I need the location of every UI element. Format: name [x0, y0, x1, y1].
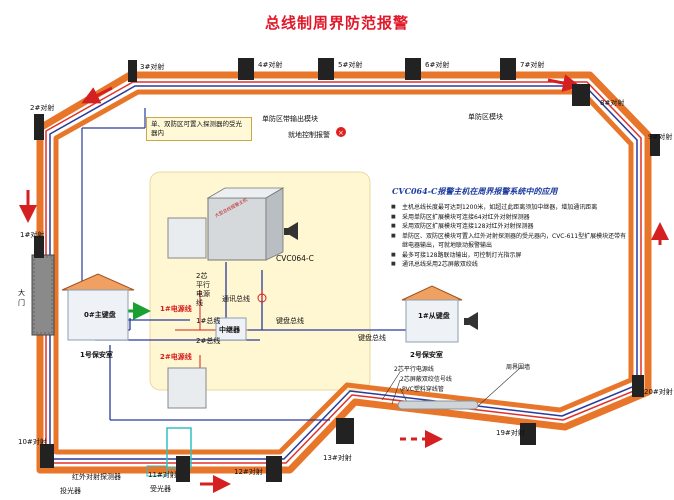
detector-label-8: 8#对射: [600, 99, 625, 107]
fence-label: 周界围墙: [506, 364, 531, 371]
power-line-2-label: 2#电源线: [160, 353, 192, 361]
page-title: 总线制周界防范报警: [264, 14, 409, 32]
siren-icon: [288, 222, 298, 240]
keypad-bus-label: 键盘总线: [276, 317, 304, 325]
flow-arrow-top-left: [81, 86, 113, 104]
cable-parallel-label: 2芯平行电源线: [394, 366, 434, 373]
slave-keypad-label: 1#从键盘: [418, 312, 450, 320]
emitter-label: 投光器: [60, 487, 81, 495]
bus-2-label: 2#总线: [196, 337, 221, 345]
detector-label-3: 3#对射: [140, 63, 165, 71]
ir-detector-label: 红外对射探测器: [72, 473, 121, 481]
single-zone-module-label: 单防区模块: [468, 113, 503, 121]
info-item: 最多可接128路联动输出，可控制灯光指示屏: [391, 251, 628, 261]
detector-label-20: 20#对射: [644, 388, 673, 396]
receiver-label: 受光器: [150, 485, 171, 493]
parallel-power-label: 2芯平行电源线: [196, 272, 210, 307]
note-box: 单、双防区可置入探测器的受光器内: [146, 117, 252, 141]
gate-label: 大门: [18, 289, 25, 307]
cable-twisted-label: 2芯屏蔽双绞信号线: [400, 376, 452, 383]
detector-label-13: 13#对射: [323, 454, 352, 462]
info-item: 单防区、双防区模块可置入红外对射探测器的受光器内，CVC-611型扩展模块还带有…: [391, 232, 628, 251]
detector-label-10: 10#对射: [18, 438, 47, 446]
bus-1-label: 1#总线: [196, 317, 221, 325]
guard-room-1: [67, 289, 129, 341]
power-line-1-label: 1#电源线: [160, 305, 192, 313]
detector-post-7: [500, 58, 516, 80]
detector-post-6: [405, 58, 421, 80]
info-item: 采用单防区扩展模块可连接64对红外对射探测器: [391, 213, 628, 223]
alarm-host-cabinet: [207, 197, 267, 261]
info-title: CVC064-C报警主机在周界报警系统中的应用: [392, 186, 558, 196]
power-supply-1: [167, 217, 207, 259]
power-supply-2: [167, 367, 207, 409]
detector-post-20: [632, 375, 644, 397]
detector-post-2: [34, 114, 44, 140]
detector-post-8: [572, 84, 590, 106]
perimeter-fence-inner: [53, 89, 634, 455]
guard-room-1-label: 1号保安室: [80, 351, 113, 359]
detector-label-19: 19#对射: [496, 429, 525, 437]
guard-room-2-label: 2号保安室: [410, 351, 443, 359]
local-alarm-indicator: [336, 127, 346, 137]
repeater-label: 中继器: [219, 326, 240, 334]
detector-post-10: [40, 444, 54, 468]
gate: [31, 254, 55, 336]
detector-post-11: [176, 456, 190, 482]
detector-label-11: 11#对射: [148, 471, 177, 479]
detector-post-9: [650, 134, 660, 156]
keypad-bus-label-2: 键盘总线: [358, 334, 386, 342]
host-keypad-label: 0#主键盘: [84, 311, 116, 319]
repeater-box: [215, 317, 247, 341]
detector-post-1: [34, 236, 44, 258]
detector-post-3: [128, 60, 137, 82]
pvc-pipe: [397, 400, 479, 410]
host-model-label: CVC064-C: [276, 254, 314, 263]
detector-label-6: 6#对射: [425, 61, 450, 69]
perimeter-fence-outer: [36, 71, 652, 474]
detector-post-13: [336, 418, 354, 444]
comm-bus-label: 通讯总线: [222, 295, 250, 303]
detector-label-9: 9#对射: [648, 133, 673, 141]
info-item: 主机总线长度最可达到1200米，如超过此距离须加中继器，增加通讯距离: [391, 203, 628, 213]
detector-post-19: [520, 423, 536, 445]
detector-label-12: 12#对射: [234, 468, 263, 476]
svg-text:×: ×: [338, 129, 344, 137]
info-item: 通讯总线采用2芯屏蔽双绞线: [391, 260, 628, 270]
info-list: 主机总线长度最可达到1200米，如超过此距离须加中继器，增加通讯距离 采用单防区…: [388, 203, 628, 270]
detector-label-4: 4#对射: [258, 61, 283, 69]
local-alarm-label: 就地控制报警: [288, 131, 330, 139]
detector-post-4: [238, 58, 254, 80]
cable-pvc-label: PVC塑料穿线管: [402, 386, 444, 393]
guard-room-2-roof: [401, 285, 463, 301]
detector-post-12: [266, 456, 282, 482]
info-item: 采用双防区扩展模块可连接128对红外对射探测器: [391, 222, 628, 232]
detector-label-1: 1#对射: [20, 231, 45, 239]
detector-post-5: [318, 58, 334, 80]
guard-room-1-roof: [61, 273, 135, 291]
single-zone-output-module-label: 单防区带输出模块: [262, 115, 318, 123]
detector-label-5: 5#对射: [338, 61, 363, 69]
detector-label-7: 7#对射: [520, 61, 545, 69]
perimeter-bus-red: [45, 81, 642, 464]
info-panel: CVC064-C报警主机在周界报警系统中的应用 主机总线长度最可达到1200米，…: [388, 186, 628, 270]
guard-room-2: [405, 299, 459, 343]
detector-label-2: 2#对射: [30, 104, 55, 112]
